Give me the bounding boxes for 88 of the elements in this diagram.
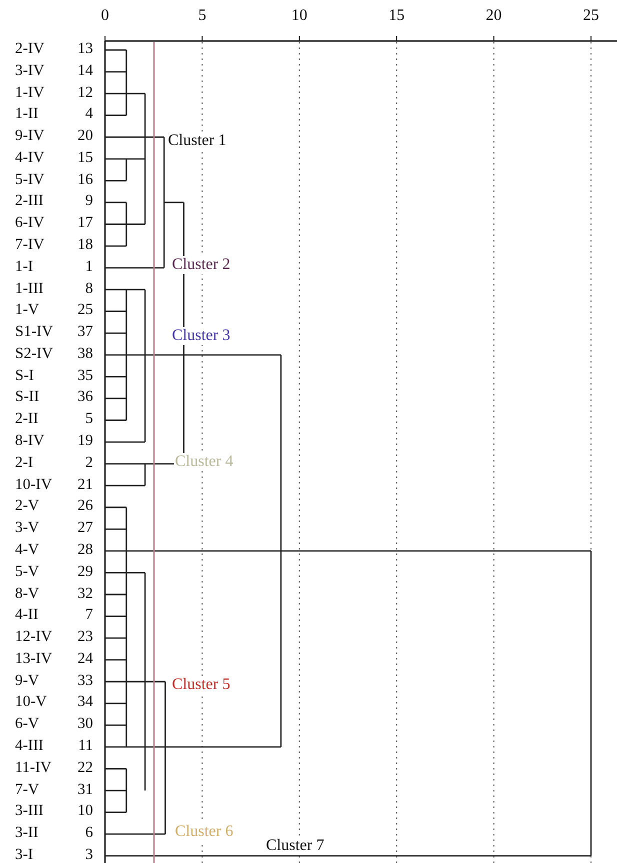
sample-name: 3-IV <box>15 62 44 80</box>
sample-name: 3-V <box>15 519 40 538</box>
sample-name: 1-II <box>15 105 38 124</box>
case-number: 2 <box>85 454 93 472</box>
case-number: 13 <box>78 40 93 58</box>
case-number: 23 <box>78 628 93 646</box>
sample-name: 1-I <box>15 258 34 276</box>
cluster-label: Cluster 7 <box>265 837 326 855</box>
sample-name: 4-IV <box>15 149 44 167</box>
sample-name: 13-IV <box>15 650 52 668</box>
case-number: 12 <box>78 84 93 102</box>
axis-tick-label: 20 <box>486 6 502 26</box>
case-number: 31 <box>78 780 93 799</box>
case-number: 16 <box>78 170 93 189</box>
case-number: 29 <box>78 562 93 581</box>
case-number: 8 <box>85 280 93 298</box>
case-number: 25 <box>78 301 93 320</box>
case-number: 17 <box>78 214 93 232</box>
axis-tick-label: 5 <box>198 6 206 26</box>
sample-name: 1-V <box>15 301 40 320</box>
case-number: 36 <box>78 388 93 407</box>
sample-name: 3-II <box>15 824 38 842</box>
case-number: 35 <box>78 366 93 385</box>
case-number: 22 <box>78 758 93 777</box>
sample-name: 4-III <box>15 737 44 756</box>
case-number: 15 <box>78 149 93 167</box>
axis-tick-label: 25 <box>583 6 599 26</box>
sample-name: 7-V <box>15 780 40 799</box>
sample-name: 2-V <box>15 497 40 516</box>
axis-tick-label: 15 <box>388 6 405 26</box>
case-number: 28 <box>78 541 93 560</box>
axis-tick-label: 10 <box>291 6 308 26</box>
case-number: 10 <box>78 802 93 820</box>
case-number: 19 <box>78 432 93 450</box>
case-number: 32 <box>78 584 93 603</box>
sample-name: 2-II <box>15 410 38 428</box>
case-number: 6 <box>85 824 93 842</box>
axis-tick-label: 0 <box>101 6 109 26</box>
sample-name: 11-IV <box>15 758 52 777</box>
cluster-label: Cluster 2 <box>171 256 232 274</box>
case-number: 11 <box>78 737 93 756</box>
sample-name: 10-IV <box>15 476 52 494</box>
sample-name: 7-IV <box>15 236 44 254</box>
sample-name: 4-V <box>15 541 40 560</box>
case-number: 38 <box>78 345 93 363</box>
case-number: 37 <box>78 323 93 342</box>
case-number: 27 <box>78 519 93 538</box>
case-number: 7 <box>85 606 93 624</box>
sample-name: 9-IV <box>15 127 44 146</box>
sample-name: 5-V <box>15 562 40 581</box>
case-number: 20 <box>78 127 93 146</box>
case-number: 33 <box>78 672 93 690</box>
case-number: 21 <box>78 476 93 494</box>
case-number: 3 <box>85 846 93 863</box>
sample-name: S-I <box>15 366 34 385</box>
case-number: 9 <box>85 192 93 211</box>
cluster-label: Cluster 1 <box>167 132 228 150</box>
sample-name: 1-III <box>15 280 44 298</box>
sample-name: S1-IV <box>15 323 53 342</box>
sample-name: 3-III <box>15 802 44 820</box>
sample-name: 6-IV <box>15 214 44 232</box>
sample-name: 1-IV <box>15 84 44 102</box>
case-number: 14 <box>78 62 93 80</box>
sample-name: 9-V <box>15 672 40 690</box>
case-number: 1 <box>85 258 93 276</box>
case-number: 34 <box>78 694 93 712</box>
sample-name: 2-IV <box>15 40 44 58</box>
sample-name: 5-IV <box>15 170 44 189</box>
sample-name: 2-I <box>15 454 34 472</box>
sample-name: 8-IV <box>15 432 44 450</box>
sample-name: S-II <box>15 388 40 407</box>
sample-name: 12-IV <box>15 628 52 646</box>
case-number: 24 <box>78 650 93 668</box>
sample-name: 3-I <box>15 846 34 863</box>
sample-name: 8-V <box>15 584 40 603</box>
cluster-label: Cluster 3 <box>171 327 232 345</box>
case-number: 4 <box>85 105 93 124</box>
case-number: 5 <box>85 410 93 428</box>
cluster-label: Cluster 6 <box>174 823 234 841</box>
sample-name: S2-IV <box>15 345 53 363</box>
sample-name: 4-II <box>15 606 38 624</box>
sample-name: 6-V <box>15 715 40 734</box>
case-number: 26 <box>78 497 93 516</box>
case-number: 30 <box>78 715 93 734</box>
sample-name: 2-III <box>15 192 44 211</box>
cluster-label: Cluster 5 <box>171 676 232 694</box>
case-number: 18 <box>78 236 93 254</box>
sample-name: 10-V <box>15 694 47 712</box>
